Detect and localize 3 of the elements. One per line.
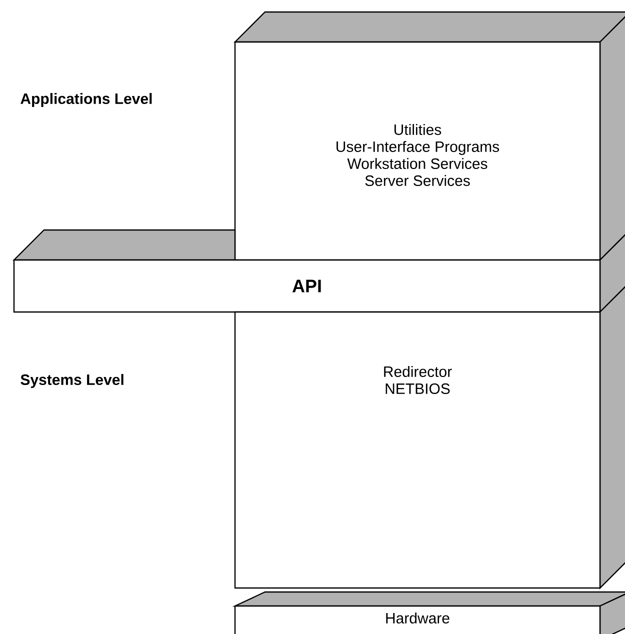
node-label: Hardware xyxy=(386,612,450,624)
level-label: Applications Level xyxy=(20,93,152,107)
level-label: Systems Level xyxy=(20,374,124,388)
